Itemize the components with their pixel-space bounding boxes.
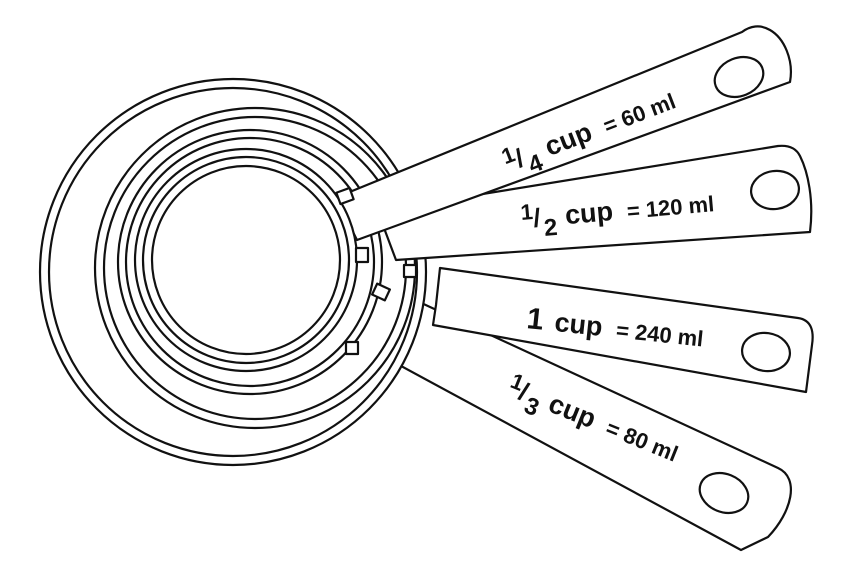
label-one-whole: 1 xyxy=(525,302,545,337)
label-half-denominator: 2 xyxy=(543,214,559,242)
label-one-unit: cup xyxy=(553,307,604,342)
joint-tab-quarter xyxy=(335,186,355,206)
label-half-slash: / xyxy=(532,202,542,233)
joint-tab-one xyxy=(402,263,418,279)
label-half-numerator: 1 xyxy=(520,199,534,225)
hanging-hole-half-cup xyxy=(749,169,801,211)
label-half-unit: cup xyxy=(564,196,614,230)
handle-quarter-cup xyxy=(328,25,792,242)
joint-tab-third xyxy=(371,282,391,302)
label-half-cup: 1 / 2 cup = 120 ml xyxy=(520,191,716,242)
handle-third-cup xyxy=(351,286,792,552)
joint-tab-third-lower xyxy=(344,340,360,356)
joint-tab-half xyxy=(354,246,370,264)
hanging-hole-third-cup xyxy=(698,471,750,515)
handle-half-cup xyxy=(370,144,813,262)
hanging-hole-quarter-cup xyxy=(713,55,765,99)
handle-one-cup xyxy=(431,266,814,394)
hanging-hole-one-cup xyxy=(740,331,792,373)
bowl-quarter-cup-center xyxy=(150,164,342,356)
